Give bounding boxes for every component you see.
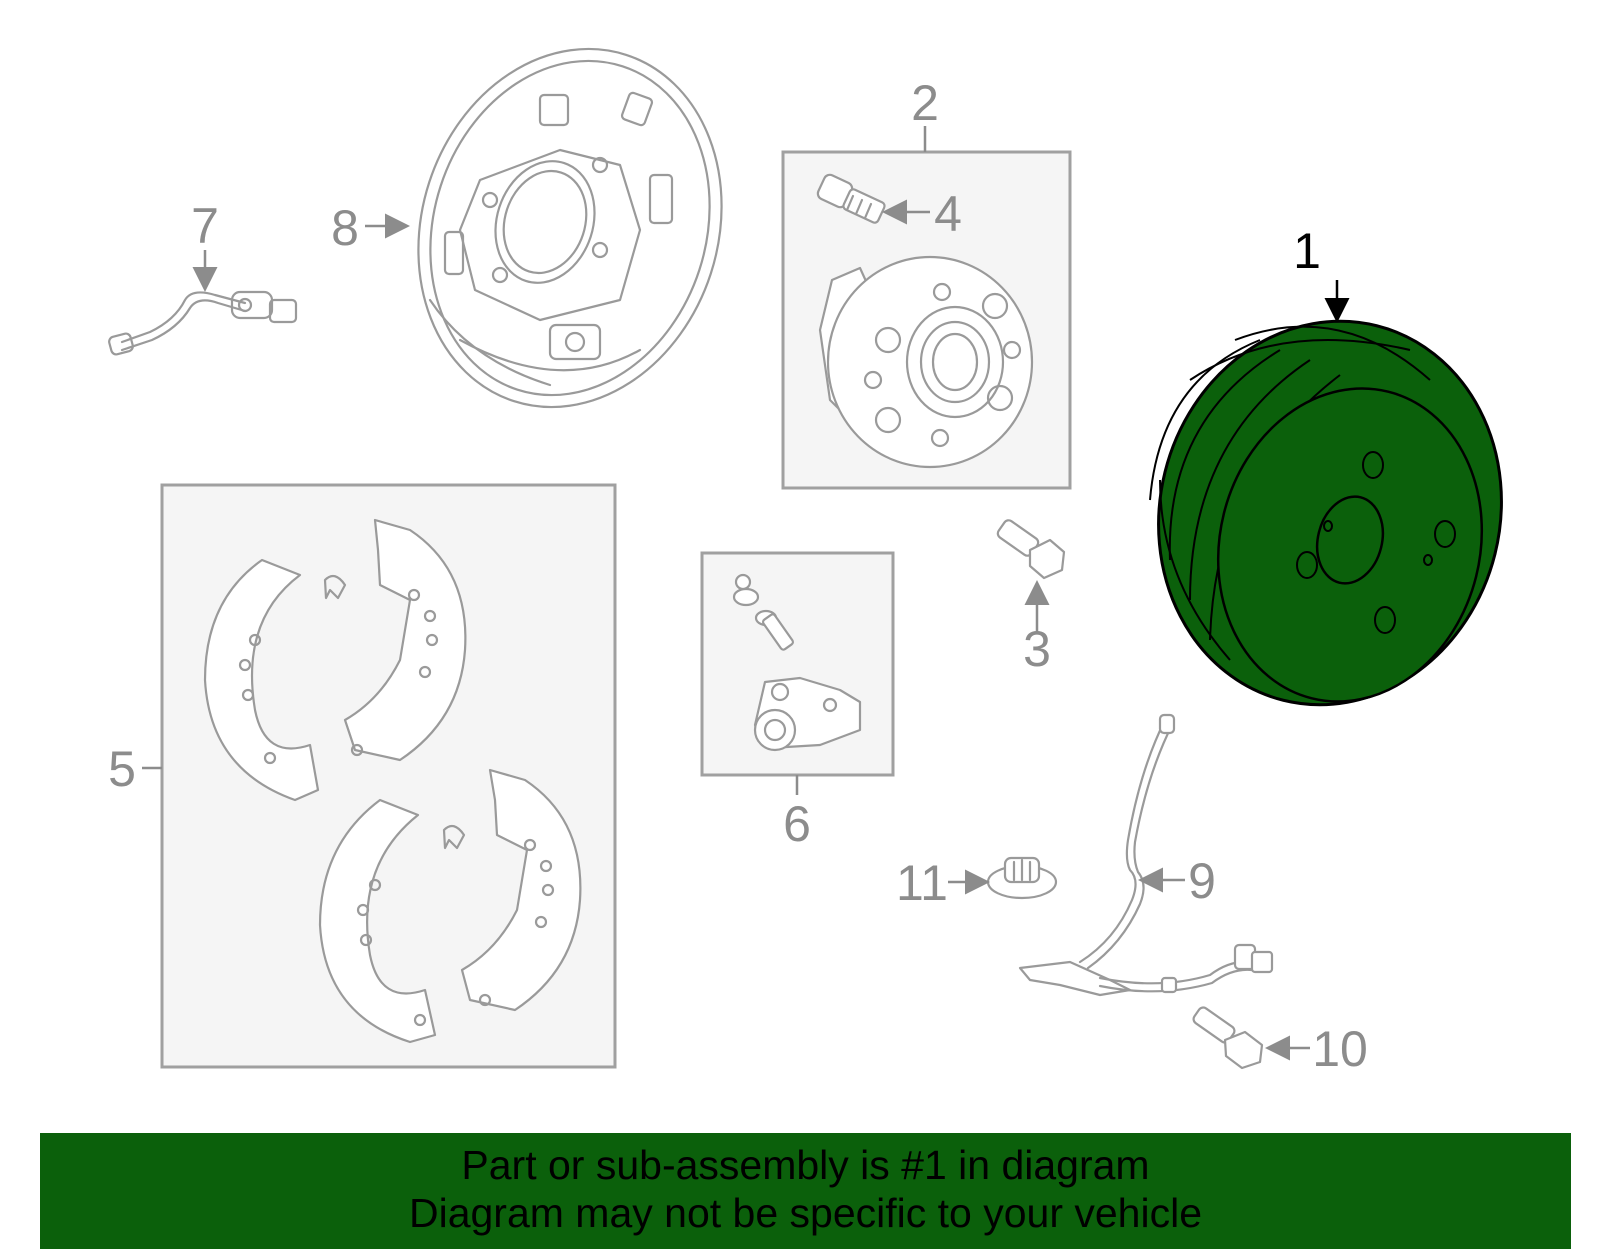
brake-drum-part[interactable] <box>1118 280 1541 741</box>
caption-banner: Part or sub-assembly is #1 in diagram Di… <box>40 1133 1571 1249</box>
hub-bolt-part[interactable] <box>996 518 1066 632</box>
callout-4-label: 4 <box>934 186 962 242</box>
wheel-stud-part[interactable] <box>816 173 886 224</box>
caption-line-1: Part or sub-assembly is #1 in diagram <box>461 1142 1150 1188</box>
callout-11-label: 11 <box>896 855 948 911</box>
brake-hose-part[interactable] <box>108 290 298 356</box>
callout-9-label: 9 <box>1188 853 1216 909</box>
callout-6-label: 6 <box>783 796 811 852</box>
abs-sensor-part[interactable] <box>1018 713 1274 997</box>
callout-1-label: 1 <box>1293 223 1321 279</box>
brake-shoe-set-part[interactable] <box>203 518 582 1044</box>
backing-plate-part[interactable] <box>373 9 767 447</box>
caption-line-2: Diagram may not be specific to your vehi… <box>408 1190 1202 1236</box>
sensor-bolt-part[interactable] <box>1192 1006 1310 1070</box>
hub-bearing-part[interactable] <box>818 255 1034 469</box>
callout-10-label: 10 <box>1312 1021 1368 1077</box>
callout-5-label: 5 <box>108 741 136 797</box>
wheel-cylinder-part[interactable] <box>732 573 862 752</box>
callout-7-label: 7 <box>191 198 219 254</box>
callout-3-label: 3 <box>1023 621 1051 677</box>
hub-cap-part[interactable] <box>948 856 1058 900</box>
callout-8-label: 8 <box>331 200 359 256</box>
callout-2-label: 2 <box>911 75 939 131</box>
